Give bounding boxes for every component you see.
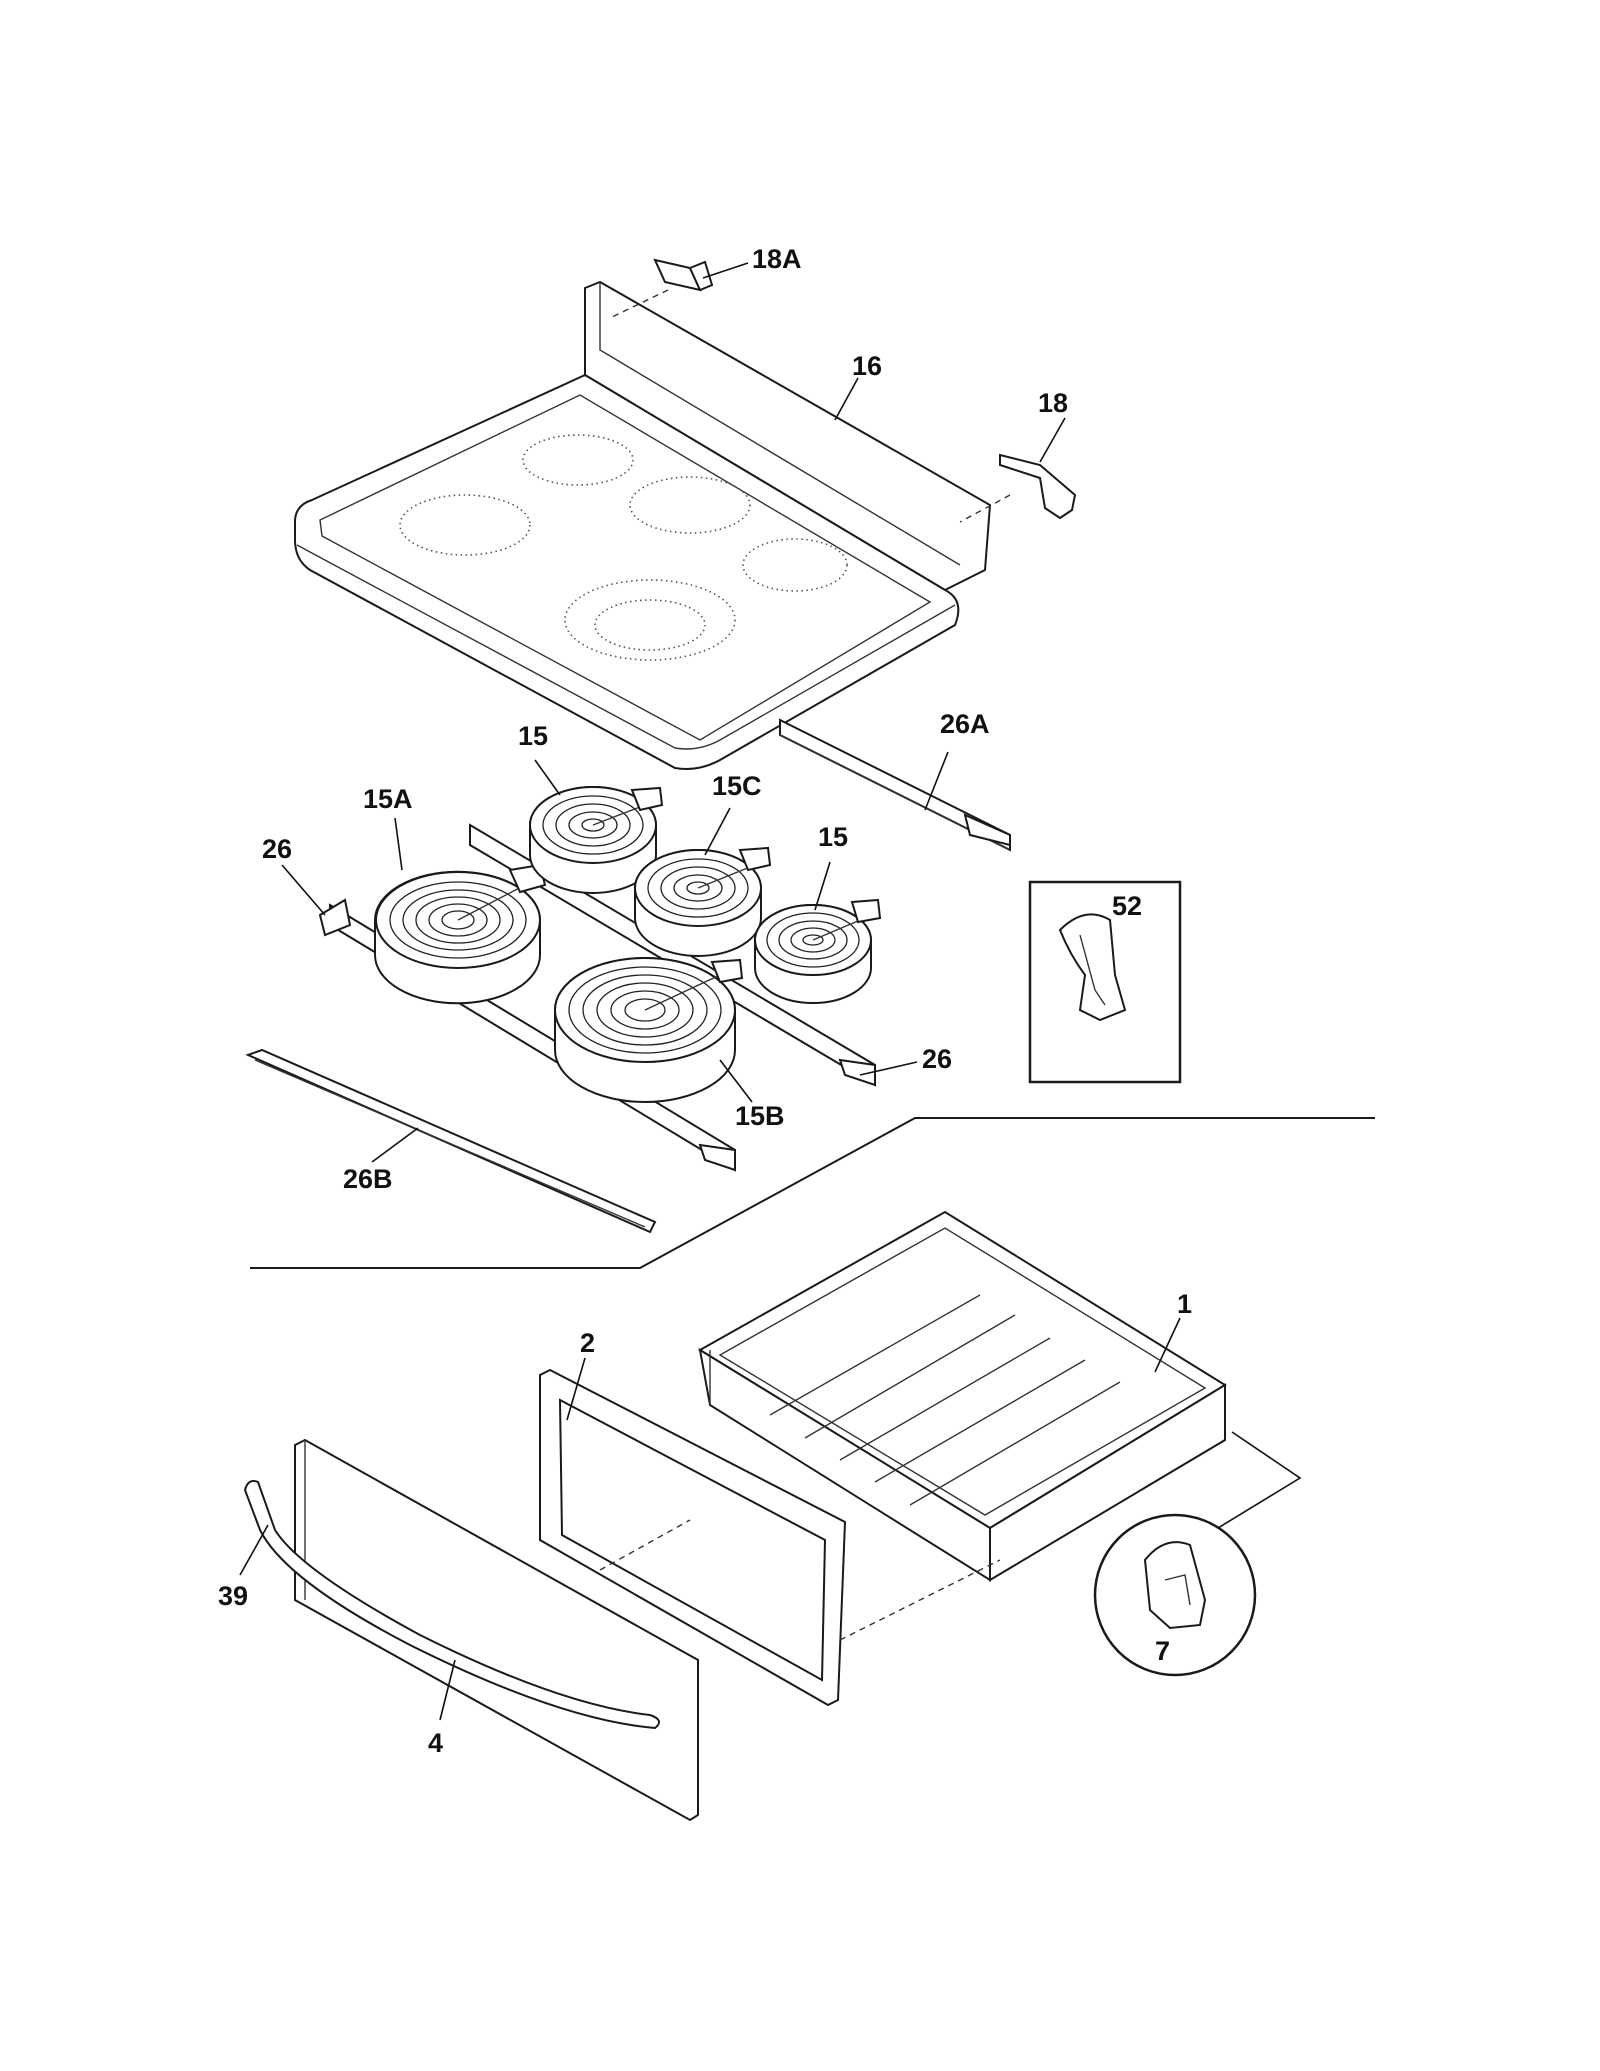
surface-element-15-top bbox=[529, 786, 664, 894]
callout-26b: 26B bbox=[343, 1164, 393, 1194]
callout-15c: 15C bbox=[712, 771, 762, 801]
bracket-18a bbox=[609, 258, 714, 319]
callout-15a: 15A bbox=[363, 784, 413, 814]
callout-15b: 15B bbox=[735, 1101, 785, 1131]
storage-drawer-body bbox=[698, 1210, 1227, 1582]
callout-18a: 18A bbox=[752, 244, 802, 274]
trim-strip-26b bbox=[245, 1048, 657, 1234]
surface-element-15b bbox=[554, 957, 744, 1103]
callout-15-top: 15 bbox=[518, 721, 548, 751]
drawer-handle bbox=[243, 1480, 660, 1730]
cooktop-glass-top bbox=[294, 280, 992, 770]
surface-element-15c bbox=[634, 846, 772, 957]
callout-leaders bbox=[239, 262, 1181, 1721]
element-support-bracket-26a bbox=[779, 718, 1011, 852]
drawer-liner-frame bbox=[539, 1368, 1001, 1707]
callout-52: 52 bbox=[1112, 891, 1142, 921]
section-divider bbox=[250, 1117, 1375, 1269]
callout-16: 16 bbox=[852, 351, 882, 381]
callout-18: 18 bbox=[1038, 388, 1068, 418]
callout-26a: 26A bbox=[940, 709, 990, 739]
callout-7: 7 bbox=[1155, 1636, 1170, 1666]
callout-15-right: 15 bbox=[818, 822, 848, 852]
callout-1: 1 bbox=[1177, 1289, 1192, 1319]
inset-box-52 bbox=[1028, 880, 1182, 1084]
callout-2: 2 bbox=[580, 1328, 595, 1358]
callout-4: 4 bbox=[428, 1728, 443, 1758]
inset-circle-7 bbox=[1093, 1431, 1302, 1677]
bracket-18 bbox=[959, 453, 1077, 523]
callout-26-right: 26 bbox=[922, 1044, 952, 1074]
callout-26-left: 26 bbox=[262, 834, 292, 864]
surface-element-15-right bbox=[754, 898, 882, 1004]
surface-element-15a bbox=[374, 863, 547, 1005]
callout-39: 39 bbox=[218, 1581, 248, 1611]
